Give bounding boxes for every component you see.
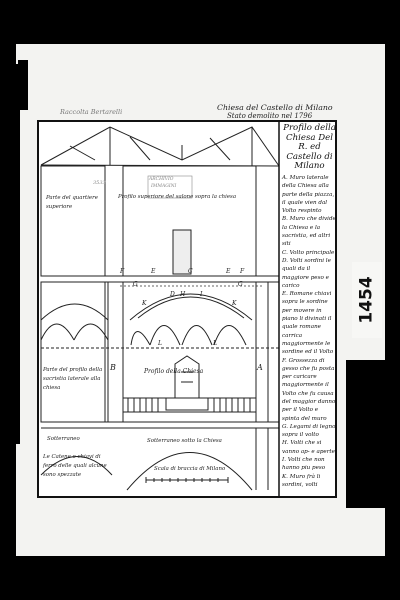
header-title-line1: Chiesa del Castello di Milano xyxy=(217,103,333,112)
legend-panel: Profilo della Chiesa Del R. ed Castello … xyxy=(282,123,337,489)
legend-item-c: C. Volto principale xyxy=(282,249,335,256)
letter-k2: K xyxy=(232,300,237,307)
catalog-number-tag: 1454 xyxy=(352,262,382,338)
scale-label: Scala di braccia di Milano xyxy=(154,466,226,472)
archive-label: Raccolta Bertarelli xyxy=(60,108,123,116)
letter-f1: F xyxy=(120,268,125,275)
stamp-line2: IMMAGINI xyxy=(151,184,177,189)
legend-item-k: K. Muro frà li sordini, volti xyxy=(282,473,321,488)
film-edge-right xyxy=(346,360,400,508)
letter-f2: F xyxy=(240,268,245,275)
letter-e2: E xyxy=(226,268,231,275)
letter-g1: G xyxy=(133,281,138,288)
letter-l2: L xyxy=(213,340,217,347)
label-a: A xyxy=(257,363,263,372)
label-sacristia: Parte del profilo della sacristia latera… xyxy=(43,367,103,391)
label-quartiere: Parte del quartiere superiore xyxy=(46,195,98,210)
letter-g2: G xyxy=(238,281,243,288)
letter-d: D xyxy=(170,291,175,298)
legend-title: Profilo della Chiesa Del R. ed Castello … xyxy=(283,123,336,172)
stamp-line1: ARCHIVIO xyxy=(149,177,174,182)
label-profilo-salone: Profilo superiore del salone sopra la ch… xyxy=(118,194,237,200)
legend-item-b: B. Muro che divide la Chiesa e la sacris… xyxy=(282,216,336,248)
letter-l1: L xyxy=(158,340,162,347)
legend-item-d: D. Volti sordini le quali da il maggiore… xyxy=(282,257,331,289)
letter-c: C xyxy=(188,268,193,275)
stamp-number: 3533 xyxy=(93,180,106,186)
letter-e1: E xyxy=(151,268,156,275)
legend-item-f: F. Grossezza di gesso che fu posta per c… xyxy=(282,357,336,422)
legend-item-a: A. Muro laterale della Chiesa alla parte… xyxy=(282,174,335,215)
label-sotterraneo-left: Sotterraneo xyxy=(47,436,80,442)
header-title-line2: Stato demolito nel 1796 xyxy=(227,112,313,120)
legend-item-g: G. Legami di legno sopra il volto xyxy=(282,423,336,439)
legend-item-h: H. Volti che si vanno ap- e aperte xyxy=(282,440,335,455)
label-sotterraneo-center: Sotterraneo sotto la Chiesa xyxy=(147,438,222,444)
film-notch xyxy=(18,60,28,110)
legend-item-e: E. Romane chiavi sopra le sordine per mo… xyxy=(282,291,334,356)
legend-item-i: I. Volti che non hanno piu peso xyxy=(282,457,326,472)
letter-h: H xyxy=(180,291,186,298)
label-profilo-chiesa: Profilo della Chiesa xyxy=(144,368,204,375)
film-edge-left xyxy=(0,64,20,444)
letter-k1: K xyxy=(142,300,147,307)
label-b: B xyxy=(110,363,116,372)
note-catene: Le Catene o chiavi di ferro delle quali … xyxy=(43,454,107,478)
drawing-frame xyxy=(37,120,337,498)
letter-i: I xyxy=(200,291,203,298)
